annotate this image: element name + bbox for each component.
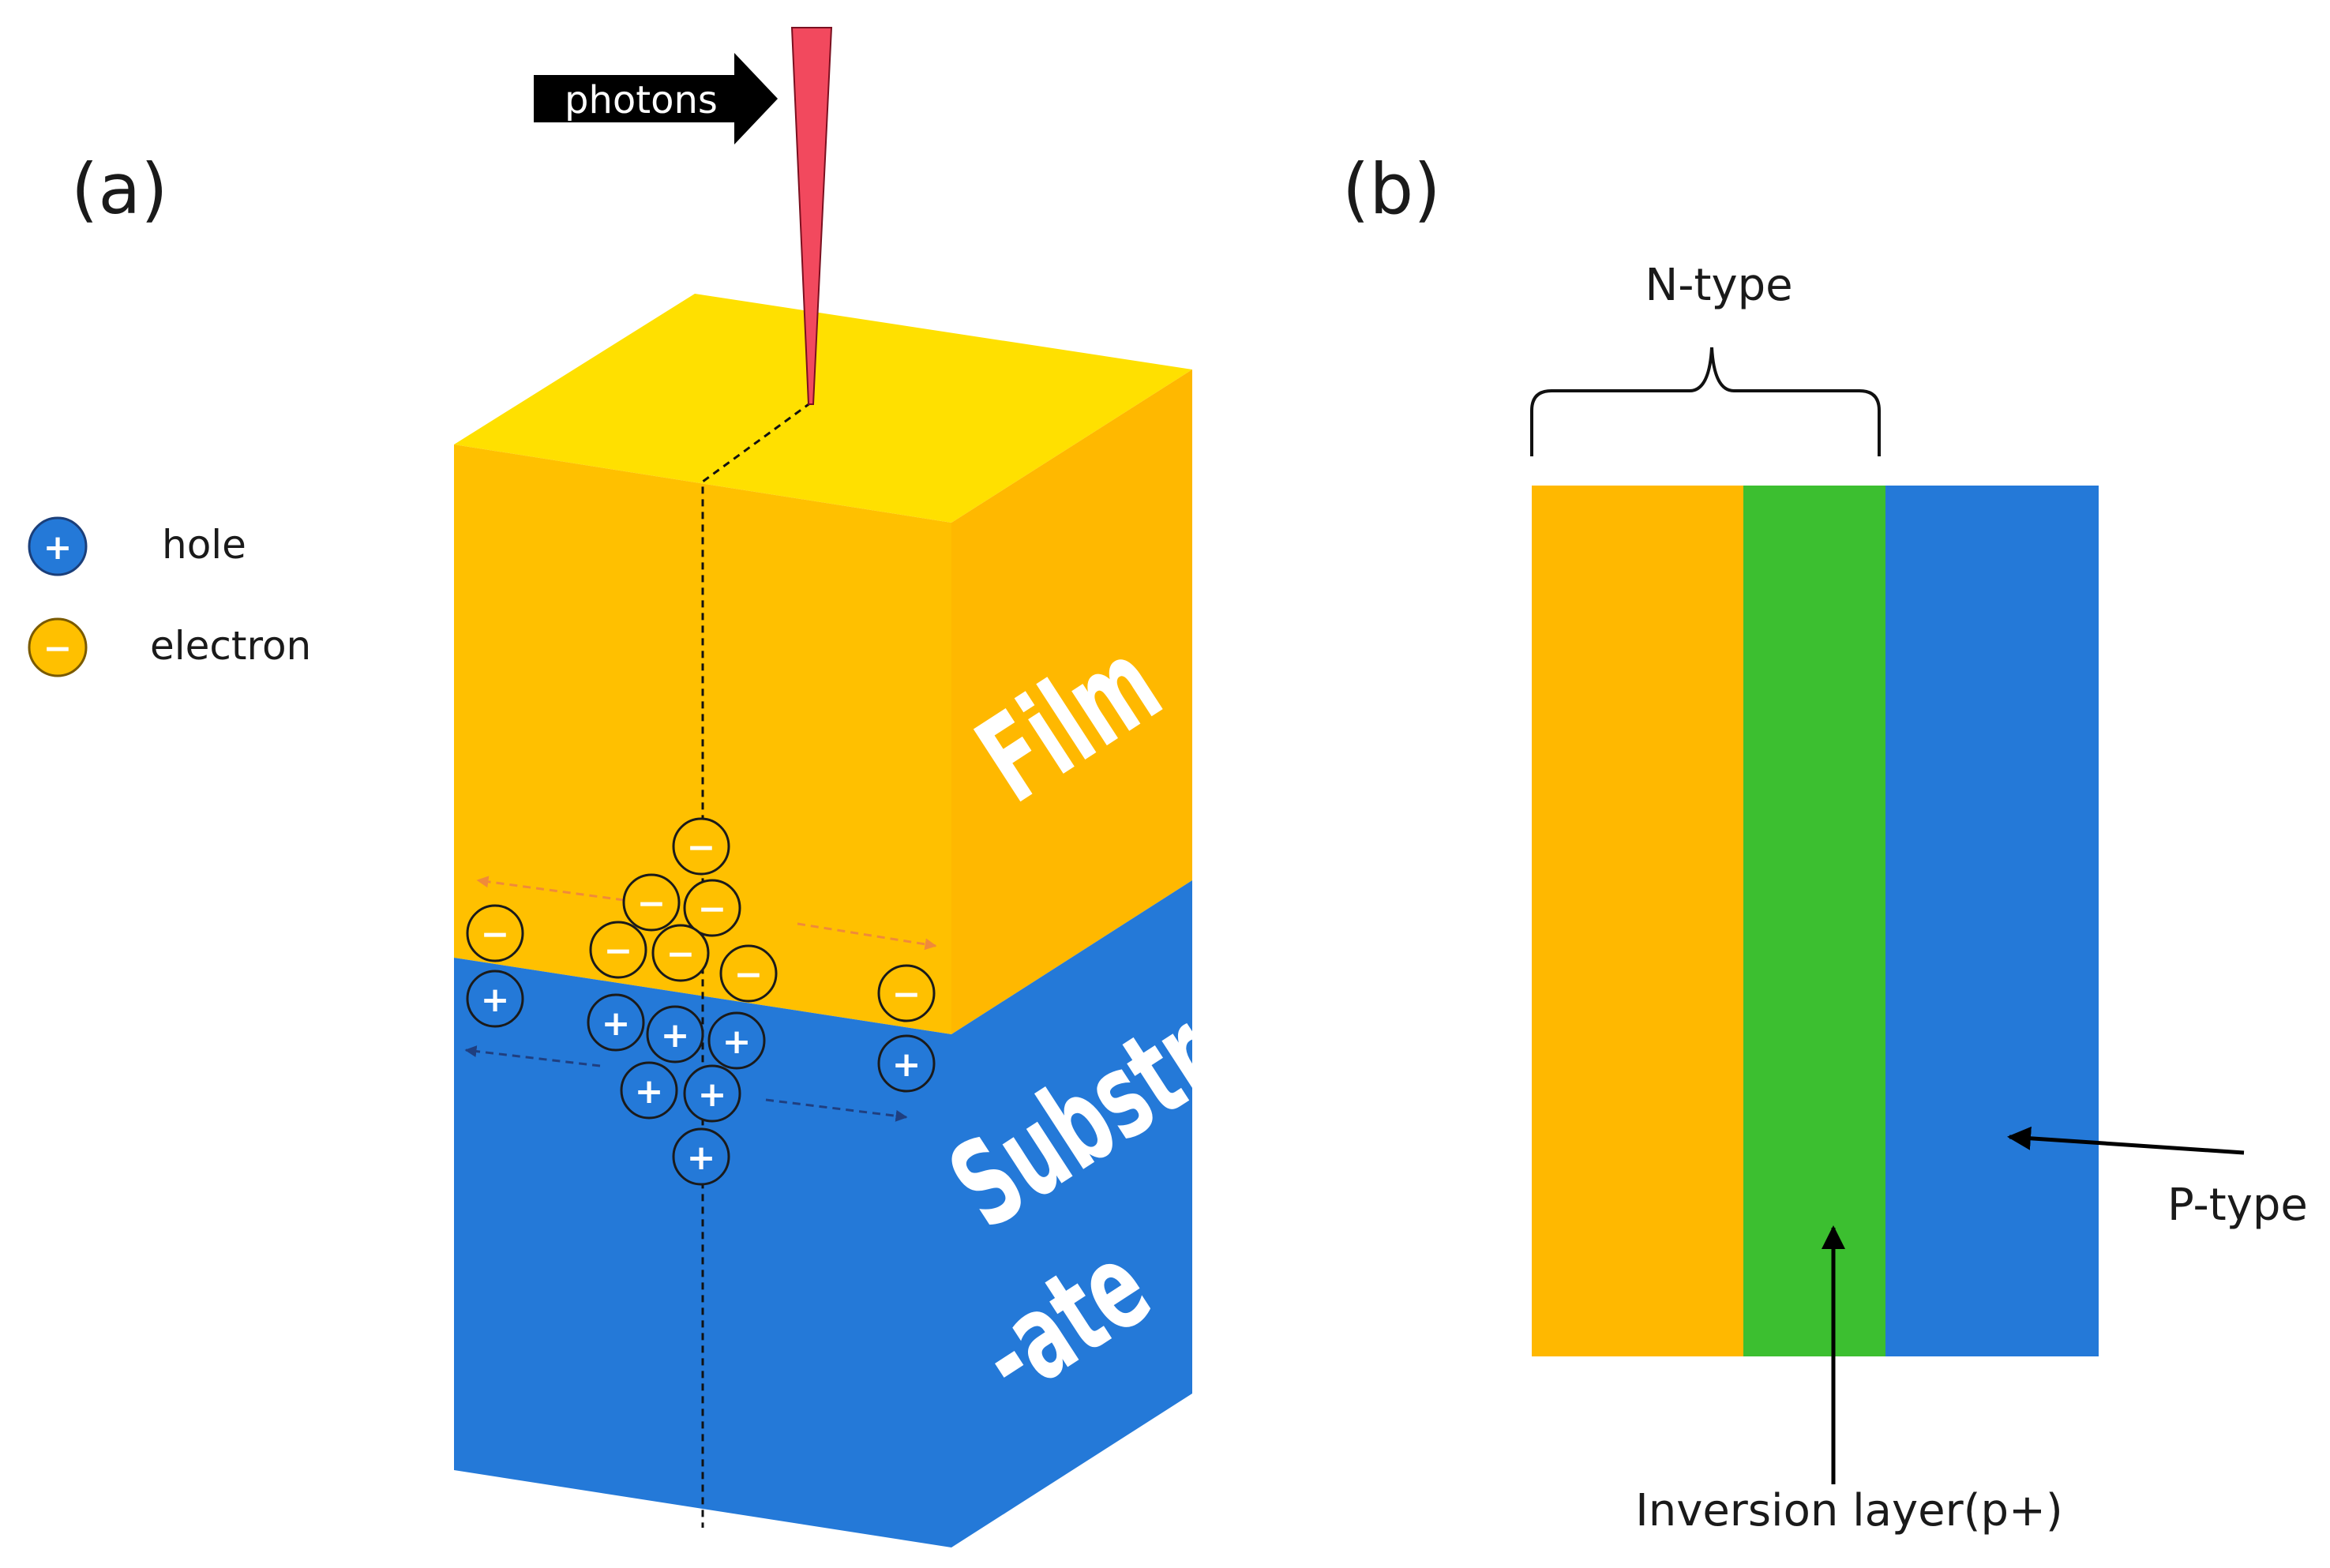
electron-carrier-symbol: − [666,934,696,974]
beam-path [701,401,812,1528]
n-type-layer [1532,486,1743,1356]
legend-hole-icon [28,516,88,576]
substrate-side-face [951,880,1192,1547]
electron-drift-arrow-right [797,922,937,951]
electron-carrier [466,904,524,962]
substrate-front-face [454,958,951,1547]
legend-electron-symbol: − [43,628,73,669]
electron-carrier [683,879,741,937]
hole-carrier-symbol: + [698,1075,727,1115]
electron-carrier [651,924,710,982]
hole-carrier-symbol: + [481,980,510,1020]
legend-electron-icon [28,617,88,677]
panel-a: (a) + hole − electron Film Substr -ate [28,27,1238,1547]
hole-carrier [620,1061,678,1120]
electron-carrier-symbol: − [481,914,510,955]
electron-carrier [672,817,730,876]
p-type-pointer-arrow [2007,1126,2245,1155]
hole-carrier-symbol: + [892,1045,921,1085]
hole-carrier [707,1011,766,1070]
electron-carrier-symbol: − [687,827,716,868]
panel-b: (b) N-type P-type Inversion layer(p+) [1342,148,2308,1536]
charge-carriers: −−−−−−−−++++++++ [466,817,936,1186]
hole-carrier-symbol: + [722,1022,752,1062]
hole-drift-arrow-right [765,1098,908,1122]
electron-carrier-symbol: − [604,931,633,971]
legend: + hole − electron [28,516,311,677]
p-type-layer [1885,486,2099,1356]
electron-carrier [589,921,647,979]
electron-carrier-symbol: − [892,974,921,1015]
photons-arrow: photons [534,53,778,144]
hole-drift-arrow-left [464,1045,601,1067]
n-type-brace [1530,347,1881,456]
legend-electron-label: electron [150,623,311,669]
electron-carrier-symbol: − [637,883,666,924]
electron-carrier-symbol: − [698,889,727,929]
hole-carrier [646,1005,704,1063]
hole-carrier-symbol: + [602,1003,631,1044]
hole-carrier-symbol: + [635,1071,664,1112]
panel-b-label: (b) [1342,148,1441,230]
hole-carrier [683,1064,741,1123]
p-type-label: P-type [2167,1180,2308,1231]
legend-hole-symbol: + [43,527,73,568]
inversion-layer-label: Inversion layer(p+) [1635,1485,2063,1536]
inversion-layer [1743,486,1885,1356]
legend-hole-label: hole [162,522,246,568]
n-type-label: N-type [1645,260,1792,311]
film-side-face [951,369,1192,1034]
hole-carrier [587,993,645,1052]
photons-label: photons [565,78,718,122]
electron-carrier [622,873,681,932]
hole-carrier-symbol: + [661,1015,690,1056]
photons-arrow-icon [534,53,778,144]
laser-cone-icon [790,27,833,405]
electron-carrier-symbol: − [734,955,764,995]
electron-carrier [877,964,936,1022]
hole-carrier [466,970,524,1028]
film-top-face [454,294,1192,523]
laser-beam [790,27,833,405]
electron-carrier [719,944,778,1003]
hole-carrier [672,1127,730,1186]
block-3d: Film Substr -ate [454,294,1238,1547]
charge-drift-arrows [464,876,937,1122]
electron-drift-arrow-left [476,876,625,902]
hole-carrier-symbol: + [687,1138,716,1178]
hole-carrier [877,1034,936,1093]
panel-a-label: (a) [71,148,168,230]
